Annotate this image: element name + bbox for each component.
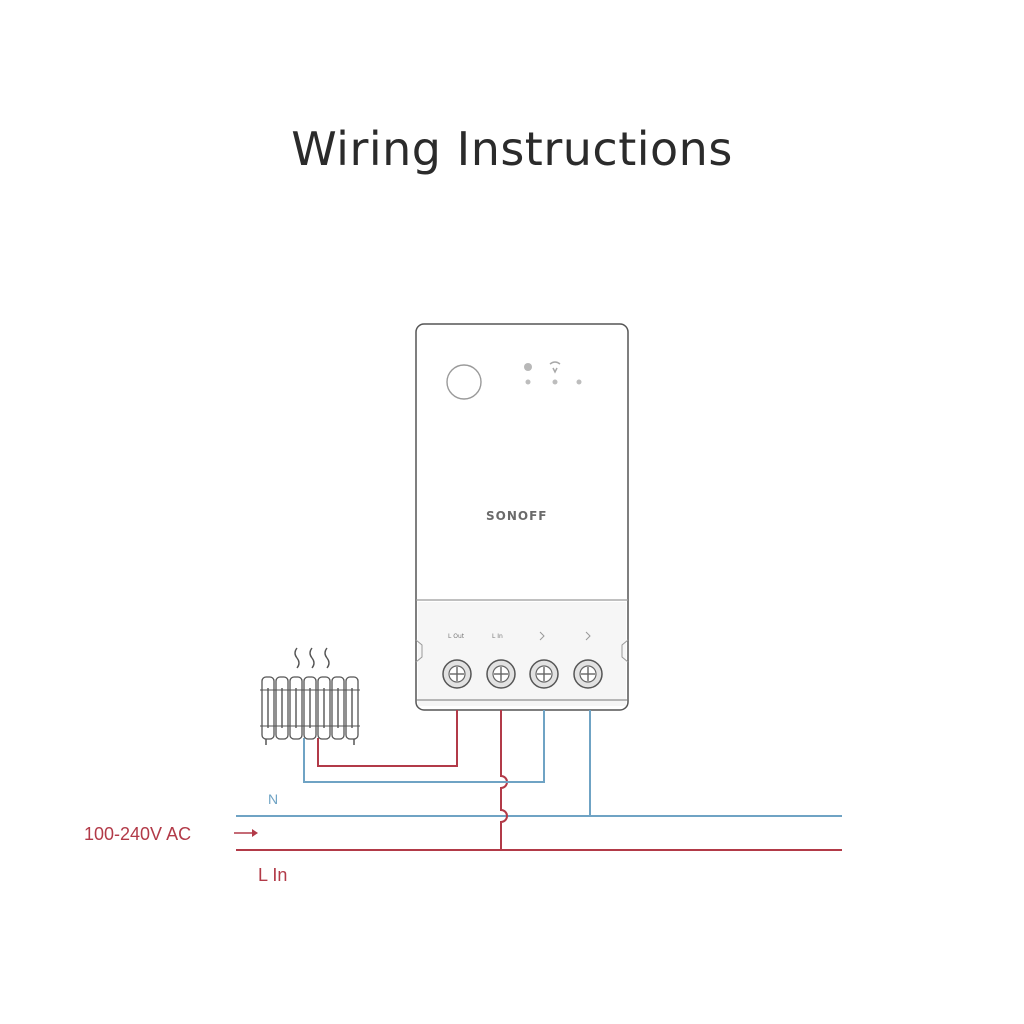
brand-logo: SONOFF [486,509,547,523]
neutral-label: N [268,791,278,807]
wire-l-in [500,710,508,850]
live-in-label: L In [258,865,287,885]
terminal-label-2: L In [492,633,503,640]
terminal-screw-icon [573,659,603,689]
terminal-screw-icon [442,659,472,689]
voltage-label: 100-240V AC [84,824,191,844]
wire-n-heater [303,710,545,783]
page-title: Wiring Instructions [291,122,733,176]
heat-wave-icon [294,647,330,669]
wire-l-out [317,710,458,767]
arrow-right-icon [234,829,258,837]
led-icon [524,361,582,385]
button-icon [446,364,482,400]
terminal-symbol-3 [539,631,591,641]
heater-icon [260,647,360,745]
terminal-label-1: L Out [448,633,465,640]
terminal-screw-icon [486,659,516,689]
terminal-screw-icon [529,659,559,689]
switch-device: SONOFF L Out L In [415,323,629,711]
